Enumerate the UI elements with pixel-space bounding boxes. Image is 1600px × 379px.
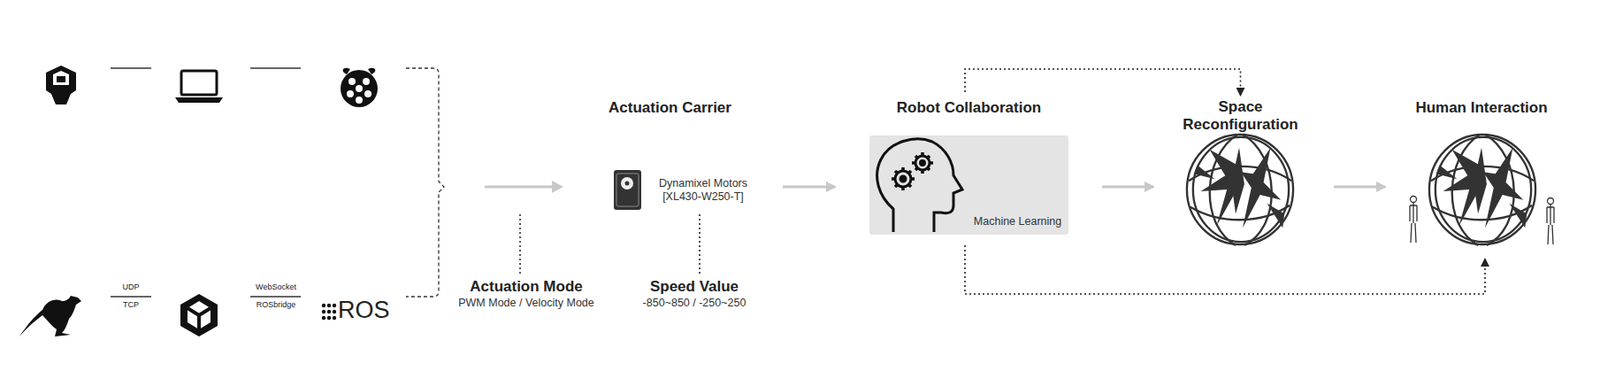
speed-value: Speed Value-850~850 / -250~250: [636, 277, 752, 314]
dotted-connector: [964, 68, 1241, 96]
motor-icon: [613, 169, 642, 210]
node-subtitle: -850~850 / -250~250: [636, 296, 752, 310]
group-bracket: [405, 68, 445, 297]
sphere-structure: [1186, 134, 1294, 245]
node-heading: Actuation Mode: [451, 277, 602, 296]
dotted-connector: [698, 214, 701, 274]
human-interaction: Human Interaction: [1406, 97, 1557, 250]
dotted-connector: [964, 244, 1486, 294]
flow-arrow: [782, 185, 835, 189]
vr-headset-icon: [45, 65, 77, 105]
input-arrow: [484, 180, 564, 193]
connection-line: [110, 68, 301, 297]
node-heading: Actuation Carrier: [601, 99, 739, 117]
unity-icon: [180, 293, 218, 337]
kangaroo-icon: [19, 295, 82, 337]
sphere-structure: [1429, 134, 1536, 245]
person-figure: [1409, 196, 1417, 244]
actuation-carrier: Actuation CarrierDynamixel Motors [XL430…: [601, 97, 774, 211]
leader-line: [519, 214, 521, 274]
motor-label: Dynamixel Motors [XL430-W250-T]: [654, 176, 752, 204]
panel-label: Machine Learning: [966, 214, 1069, 229]
laptop-icon: [175, 70, 223, 103]
node-subtitle: PWM Mode / Velocity Mode: [451, 296, 602, 310]
node-heading: Speed Value: [636, 277, 752, 296]
node-heading: Robot Collaboration: [869, 99, 1069, 117]
protocol-label: TCP: [104, 298, 158, 310]
space-reconfiguration: Space Reconfiguration: [1176, 97, 1305, 250]
protocol-label: ROSbridge: [240, 298, 312, 310]
logo-text: ROS: [337, 296, 400, 323]
flow-arrow: [1333, 185, 1386, 189]
protocol-label: WebSocket: [240, 281, 312, 292]
protocol-label: UDP: [104, 281, 158, 292]
head-gears-icon: [877, 138, 963, 232]
raspberry-pi-icon: [340, 68, 378, 108]
node-heading: Space Reconfiguration: [1158, 98, 1323, 134]
person-figure: [1546, 198, 1555, 245]
flow-arrow: [1102, 185, 1154, 189]
robot-collaboration: Robot CollaborationMachine Learning: [869, 97, 1069, 235]
ml-panel: [869, 135, 1069, 235]
actuation-mode: Actuation ModePWM Mode / Velocity Mode: [451, 277, 602, 314]
ros-dots: [321, 303, 337, 320]
node-heading: Human Interaction: [1406, 99, 1557, 117]
